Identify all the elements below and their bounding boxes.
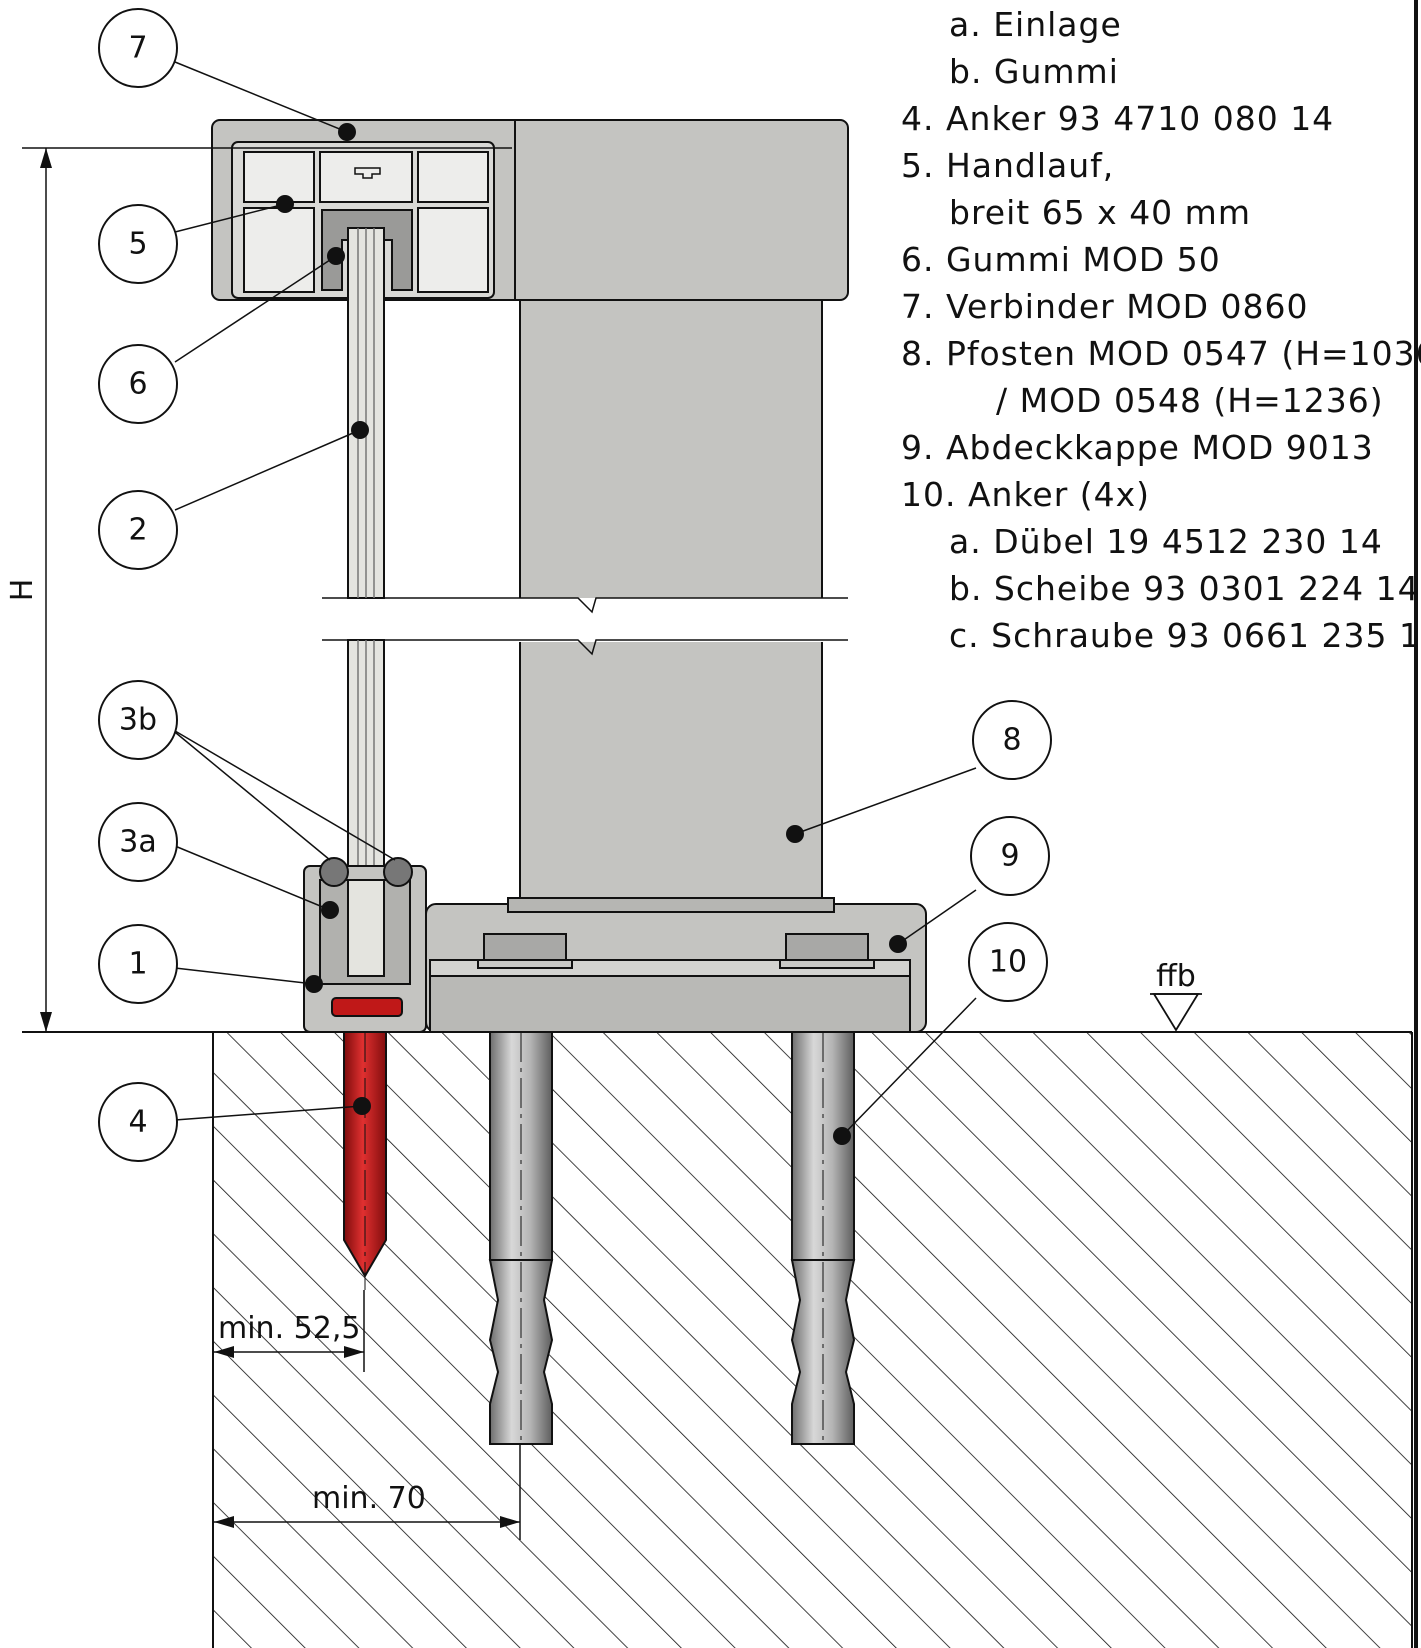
min-edge-dimension-2: min. 70 xyxy=(214,1444,521,1540)
callout-8: 8 xyxy=(972,700,1052,780)
legend-line: 8. Pfosten MOD 0547 (H=1036) xyxy=(901,334,1421,373)
leader-lines xyxy=(169,61,977,1137)
legend-line: c. Schraube 93 0661 235 14 xyxy=(949,616,1421,655)
legend-line: 9. Abdeckkappe MOD 9013 xyxy=(901,428,1374,467)
legend-line: 7. Verbinder MOD 0860 xyxy=(901,287,1309,326)
svg-text:2: 2 xyxy=(128,513,147,548)
svg-text:9: 9 xyxy=(1000,839,1019,874)
anchor-bolt-right xyxy=(790,1031,856,1445)
legend-line: 10. Anker (4x) xyxy=(901,475,1150,514)
svg-text:H: H xyxy=(5,579,40,602)
svg-text:1: 1 xyxy=(128,947,147,982)
callout-9: 9 xyxy=(970,816,1050,896)
callout-3b: 3b xyxy=(98,680,178,760)
legend-line: 6. Gummi MOD 50 xyxy=(901,240,1221,279)
base-plate xyxy=(425,897,927,1033)
height-dimension: H xyxy=(5,147,512,1032)
legend-line: a. Dübel 19 4512 230 14 xyxy=(949,522,1383,561)
svg-text:min. 52,5: min. 52,5 xyxy=(218,1311,360,1346)
legend-line: b. Scheibe 93 0301 224 14 xyxy=(949,569,1420,608)
svg-text:4: 4 xyxy=(128,1105,147,1140)
svg-text:6: 6 xyxy=(128,367,147,402)
leader-dots xyxy=(276,123,907,1145)
callout-4: 4 xyxy=(98,1082,178,1162)
post-pfosten xyxy=(320,299,850,899)
anchor-bolt-left xyxy=(488,1031,554,1445)
parts-legend: a. Einlage b. Gummi 4. Anker 93 4710 080… xyxy=(901,5,1421,655)
callout-1: 1 xyxy=(98,924,178,1004)
legend-line: / MOD 0548 (H=1236) xyxy=(996,381,1384,420)
svg-text:ffb: ffb xyxy=(1156,959,1196,994)
callout-7: 7 xyxy=(98,8,178,88)
red-anchor xyxy=(343,1031,387,1290)
svg-text:3b: 3b xyxy=(119,703,157,738)
svg-text:3a: 3a xyxy=(119,825,156,860)
legend-line: 4. Anker 93 4710 080 14 xyxy=(901,99,1334,138)
callout-3a: 3a xyxy=(98,802,178,882)
svg-text:min. 70: min. 70 xyxy=(312,1481,426,1516)
svg-text:5: 5 xyxy=(128,227,147,262)
callout-10: 10 xyxy=(968,922,1048,1002)
callout-6: 6 xyxy=(98,344,178,424)
handrail-handlauf xyxy=(211,119,849,301)
svg-text:10: 10 xyxy=(989,945,1027,980)
callout-5: 5 xyxy=(98,204,178,284)
svg-text:7: 7 xyxy=(128,31,147,66)
floor-level-marker: ffb xyxy=(1150,959,1202,1032)
legend-line: a. Einlage xyxy=(949,5,1122,44)
base-profile xyxy=(303,857,427,1033)
legend-line: breit 65 x 40 mm xyxy=(949,193,1251,232)
callout-2: 2 xyxy=(98,490,178,570)
legend-line: 5. Handlauf, xyxy=(901,146,1114,185)
legend-line: b. Gummi xyxy=(949,52,1119,91)
svg-text:8: 8 xyxy=(1002,723,1021,758)
min-edge-dimension-1: min. 52,5 xyxy=(214,1290,365,1372)
